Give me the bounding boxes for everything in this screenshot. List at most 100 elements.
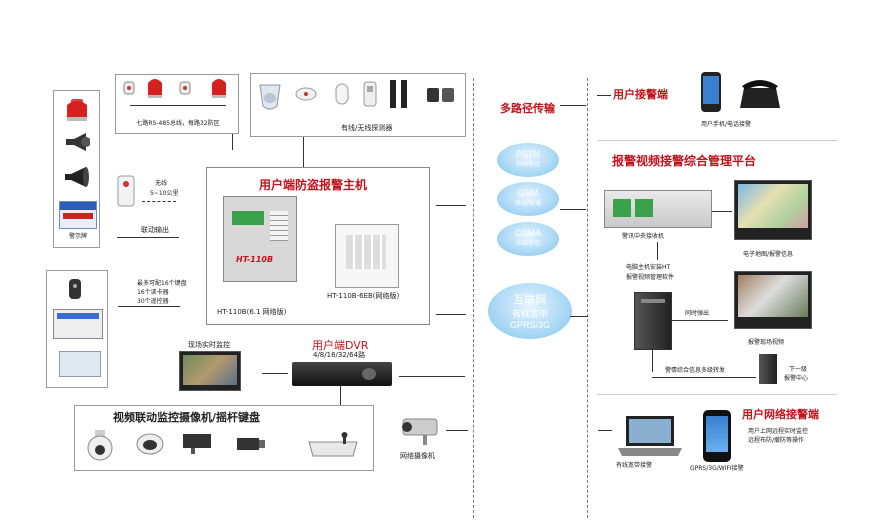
cloud-cdma-name: CDMA xyxy=(514,228,542,238)
main-unit-box: 用户端防盗报警主机 HT-110B HT-110B(6.1 网络版) HT-11… xyxy=(206,167,430,325)
curtain-icon xyxy=(361,80,379,108)
unit-to-transport-arrow-1 xyxy=(436,205,466,206)
panel-b-icon xyxy=(335,224,399,288)
smoke-icon xyxy=(295,86,317,102)
transport-right-arrow-1 xyxy=(560,209,586,210)
dvr-to-monitor-arrow xyxy=(262,373,288,374)
map-label: 电子地图/报警信息 xyxy=(743,251,794,258)
smartphone-label: GPRS/3G/WIFI接警 xyxy=(690,465,744,472)
user-alarm-caption: 用户手机/电话接警 xyxy=(701,121,752,128)
panel-a-icon: HT-110B xyxy=(223,196,297,282)
unit-to-transport-arrow-2 xyxy=(436,314,466,315)
mobile-icon xyxy=(701,72,721,112)
monitor-icon xyxy=(179,351,241,391)
netcam-arrow xyxy=(446,430,468,431)
keypad-arrow xyxy=(118,306,180,307)
detector-caption: 有线/无线探测器 xyxy=(341,124,393,132)
keypad-box xyxy=(46,270,108,388)
laptop-icon xyxy=(614,414,686,458)
network-alarm-line2: 远程布防/撤防等操作 xyxy=(748,437,805,444)
zone-box: 七路RS-485总线，每路32防区 xyxy=(115,74,239,134)
transport-right-arrow-3 xyxy=(560,105,586,106)
dvr-channels: 4/8/16/32/64路 xyxy=(313,351,366,359)
camera-box-title: 视频联动监控摄像机/摇杆键盘 xyxy=(113,411,261,424)
siren-icon xyxy=(64,97,90,123)
zone-arrow xyxy=(232,134,233,150)
zone-caption: 七路RS-485总线，每路32防区 xyxy=(136,120,220,127)
camera-box: 视频联动监控摄像机/摇杆键盘 xyxy=(74,405,374,471)
card-reader-icon xyxy=(59,351,101,377)
forward-label: 警情综合信息多级转发 xyxy=(665,367,726,374)
live-monitor-label: 现场实时监控 xyxy=(188,341,230,349)
dvr-right-arrow xyxy=(399,376,465,377)
keypad-note-1: 最多可配16个键盘 xyxy=(137,280,187,287)
network-alarm-title: 用户网络接警端 xyxy=(742,408,819,421)
wireless-line1: 无线 xyxy=(155,180,168,187)
model-b-label: HT-110B-6EB(网络版) xyxy=(327,292,400,300)
video-monitor-icon xyxy=(734,271,812,329)
receiver-to-map-arrow xyxy=(712,211,732,212)
live-video-label: 报警现场视频 xyxy=(748,339,785,346)
detector-arrow xyxy=(303,137,304,167)
pc-down-line xyxy=(652,348,653,372)
user-alarm-title: 用户接警端 xyxy=(613,88,668,101)
rack-receiver-icon xyxy=(604,190,712,228)
wireless-line2: 5~10公里 xyxy=(150,190,179,197)
pc-tower-icon xyxy=(634,292,672,350)
transport-right-arrow-2 xyxy=(570,316,588,317)
next-level-label-2: 报警中心 xyxy=(784,375,809,382)
next-level-pc-icon xyxy=(759,354,777,384)
cloud-internet-name: 互联网 xyxy=(513,294,547,306)
cloud-cdma: CDMA 中国电信 xyxy=(497,222,559,256)
detector-box: 有线/无线探测器 xyxy=(250,73,466,137)
smartphone-icon xyxy=(703,410,731,462)
sign-icon xyxy=(59,201,97,229)
bullet-camera-icon xyxy=(181,430,217,456)
cloud-gsm-sub: 移动/联通 xyxy=(515,201,541,207)
platform-divider-top xyxy=(597,140,837,141)
model-a-label: HT-110B(6.1 网络版) xyxy=(217,308,287,316)
transport-title: 多路径传输 xyxy=(500,102,555,115)
joystick-icon xyxy=(305,432,361,458)
cloud-gsm: GSM 移动/联通 xyxy=(497,182,559,216)
magnetic-icon xyxy=(425,84,457,106)
network-camera-label: 网络摄像机 xyxy=(400,452,435,460)
network-camera-icon xyxy=(397,411,443,451)
pir-wireless-icon xyxy=(116,174,136,208)
zone-bus-line xyxy=(130,105,226,106)
panel-logo: HT-110B xyxy=(236,255,274,264)
platform-title: 报警视频接警综合管理平台 xyxy=(612,154,757,168)
software-line2: 报警视频管理软件 xyxy=(626,274,675,281)
cloud-internet-sub: 有线宽带 xyxy=(511,309,548,319)
cloud-pstn-sub: 有线电话 xyxy=(515,162,540,168)
dome-camera-icon xyxy=(135,430,165,456)
dvr-title: 用户端DVR xyxy=(312,339,369,352)
pir-icon xyxy=(257,82,283,112)
receiver-down-arrow xyxy=(657,242,658,260)
telephone-icon xyxy=(738,76,782,112)
speaker-icon xyxy=(62,165,92,189)
keypad-note-2: 16个读卡器 xyxy=(137,289,169,296)
receiver-label: 警讯中央接收机 xyxy=(622,233,665,240)
horn-icon xyxy=(64,131,90,153)
lcd-map-icon xyxy=(734,180,812,240)
zone-device-3 xyxy=(178,79,192,97)
cloud-pstn-name: PSTN xyxy=(515,149,540,159)
dome-icon xyxy=(85,428,115,462)
network-alarm-arrow xyxy=(598,430,612,431)
cloud-cdma-sub: 中国电信 xyxy=(515,241,540,247)
cloud-internet-sub2: GPRS/3G xyxy=(509,320,550,330)
platform-divider-bottom xyxy=(597,394,837,395)
sync-out-label: 同时弹出 xyxy=(685,310,710,317)
main-unit-title: 用户端防盗报警主机 xyxy=(259,178,368,192)
link-output-label: 联动输出 xyxy=(141,226,169,234)
user-alarm-arrow xyxy=(597,95,611,96)
forward-arrow xyxy=(652,377,756,378)
laptop-label: 有线宽带接警 xyxy=(616,462,653,469)
keypad-note-3: 30个遥控器 xyxy=(137,298,169,305)
cloud-internet: 互联网 有线宽带 GPRS/3G xyxy=(488,283,572,339)
siren-sign-label: 警示牌 xyxy=(68,233,87,240)
software-line1: 电脑主机安装HT xyxy=(626,264,671,271)
link-output-arrow xyxy=(117,237,179,238)
zone-device-2 xyxy=(144,77,166,99)
